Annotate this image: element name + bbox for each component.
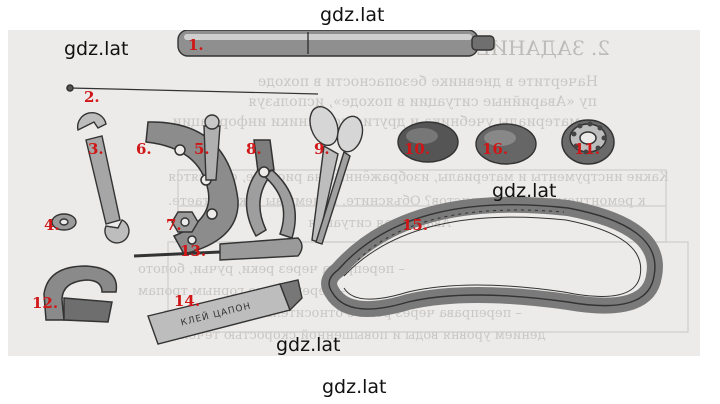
- watermark: gdz.lat: [276, 334, 341, 356]
- label-2: 2.: [84, 88, 100, 106]
- washer-icon: [51, 213, 77, 231]
- label-1: 1.: [188, 36, 204, 54]
- label-4: 4.: [44, 216, 60, 234]
- screwdriver-icon: [133, 237, 303, 261]
- wrench-icon: [76, 112, 130, 244]
- label-13: 13.: [180, 242, 207, 260]
- label-16: 16.: [482, 140, 509, 158]
- scissors-icon: [309, 105, 364, 245]
- patch-icon: [397, 121, 459, 163]
- tire-lever-icon: [43, 265, 118, 323]
- multitool-key-icon: [145, 121, 239, 255]
- label-5: 5.: [194, 140, 210, 158]
- label-3: 3.: [88, 140, 104, 158]
- label-12: 12.: [32, 294, 59, 312]
- glue-tube-icon: [147, 279, 303, 345]
- bicycle-tire-icon: [321, 196, 663, 318]
- label-11: 11.: [574, 140, 601, 158]
- tools-illustration: [43, 30, 689, 345]
- label-7: 7.: [166, 216, 182, 234]
- wire-icon: [66, 84, 319, 95]
- scanned-textbook-figure: 2. ЗАДАНИЕ №4 Начертите в дневнике безоп…: [8, 30, 700, 356]
- label-6: 6.: [136, 140, 152, 158]
- patch-icon: [475, 123, 537, 165]
- hex-nut-icon: [171, 211, 199, 233]
- spoke-key-icon: [203, 114, 221, 181]
- label-8: 8.: [246, 140, 262, 158]
- pump-icon: [177, 30, 495, 57]
- watermark-top: gdz.lat: [320, 4, 385, 26]
- pliers-icon: [245, 139, 296, 239]
- watermark-bottom: gdz.lat: [322, 376, 387, 398]
- watermark: gdz.lat: [492, 180, 557, 202]
- label-10: 10.: [404, 140, 431, 158]
- label-9: 9.: [314, 140, 330, 158]
- bearing-icon: [561, 119, 615, 165]
- label-14: 14.: [174, 292, 201, 310]
- label-15: 15.: [402, 216, 429, 234]
- watermark: gdz.lat: [64, 38, 129, 60]
